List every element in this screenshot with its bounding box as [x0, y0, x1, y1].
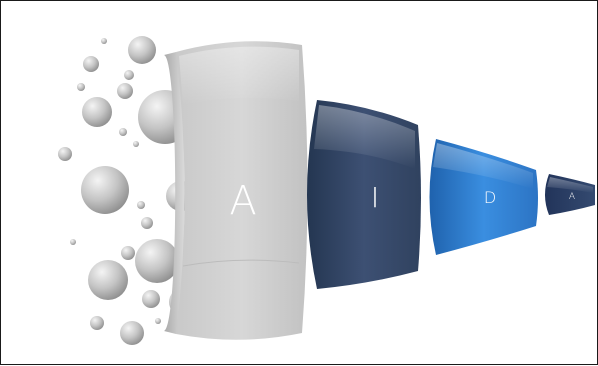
segment-letter-i: I — [371, 181, 379, 214]
funnel-segment-attention: A — [164, 41, 308, 339]
bubble — [81, 166, 129, 214]
bubble — [124, 70, 134, 80]
funnel-segment-desire: D — [430, 139, 539, 255]
bubble — [141, 217, 153, 229]
segment-letter-d: D — [484, 188, 496, 207]
bubble — [82, 97, 112, 127]
bubble — [128, 36, 156, 64]
bubble — [120, 321, 144, 345]
segment-letter-a-small: A — [569, 192, 575, 202]
bubble — [119, 128, 127, 136]
funnel-segment-action: A — [545, 174, 595, 215]
bubble — [117, 83, 133, 99]
bubble — [70, 239, 76, 245]
bubble — [58, 147, 72, 161]
segment-letter-a: A — [229, 178, 256, 224]
bubble — [90, 316, 104, 330]
bubble — [121, 246, 135, 260]
bubble — [88, 260, 128, 300]
bubble — [77, 83, 85, 91]
bubble — [83, 56, 99, 72]
bubble — [133, 141, 139, 147]
bubble — [135, 239, 179, 283]
bubble — [155, 318, 161, 324]
funnel-segment-interest: I — [307, 100, 421, 289]
bubble — [137, 201, 145, 209]
bubble — [142, 290, 160, 308]
bubble — [101, 38, 107, 44]
